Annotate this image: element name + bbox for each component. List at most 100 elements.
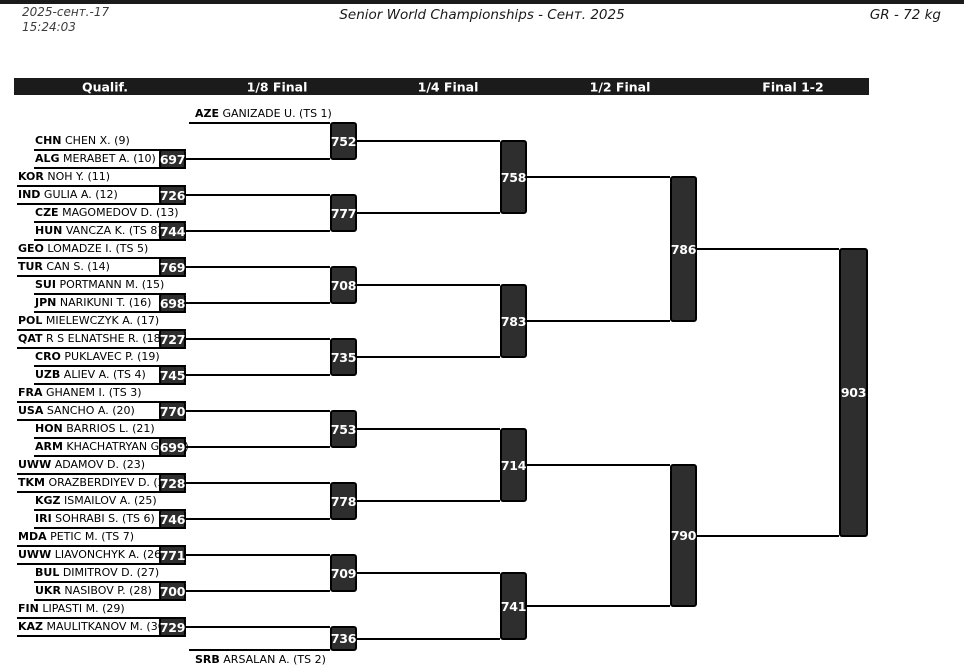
athlete-label: HON BARRIOS L. (21) xyxy=(35,422,155,435)
report-time: 15:24:03 xyxy=(22,20,76,34)
country-code: TKM xyxy=(18,476,45,489)
athlete-label: ARM KHACHATRYAN G. (22) xyxy=(35,440,189,453)
bracket-line xyxy=(357,500,500,502)
athlete-label: QAT R S ELNATSHE R. (18) xyxy=(18,332,165,345)
page-title: Senior World Championships - Сент. 2025 xyxy=(339,7,625,23)
country-code: KOR xyxy=(18,170,44,183)
athlete-underline xyxy=(34,167,186,169)
athlete-underline xyxy=(34,383,186,385)
athlete-underline xyxy=(34,527,186,529)
r16-match-753: 753 xyxy=(330,410,357,448)
bracket-line xyxy=(186,158,330,160)
country-code: POL xyxy=(18,314,43,327)
country-code: UWW xyxy=(18,458,52,471)
r16-match-735: 735 xyxy=(330,338,357,376)
athlete-underline xyxy=(17,419,186,421)
athlete-underline xyxy=(34,311,186,313)
report-date: 2025-сент.-17 xyxy=(22,5,110,19)
r16-match-736: 736 xyxy=(330,626,357,651)
bracket-line xyxy=(357,140,500,142)
athlete-label: POL MIELEWCZYK A. (17) xyxy=(18,314,160,327)
athlete-underline xyxy=(17,203,186,205)
athlete-label: SRB ARSALAN A. (TS 2) xyxy=(195,653,326,666)
athlete-label: IND GULIA A. (12) xyxy=(18,188,118,201)
qualif-match-727: 727 xyxy=(159,329,186,349)
athlete-label: TKM ORAZBERDIYEV D. (24) xyxy=(18,476,176,489)
country-code: BUL xyxy=(35,566,60,579)
country-code: SUI xyxy=(35,278,56,291)
country-code: IRI xyxy=(35,512,52,525)
athlete-label: ALG MERABET A. (10) xyxy=(35,152,156,165)
top-border xyxy=(0,0,964,4)
r16-match-708: 708 xyxy=(330,266,357,304)
bracket-line xyxy=(357,638,500,640)
bracket-line xyxy=(186,518,330,520)
athlete-underline xyxy=(34,221,186,223)
country-code: UZB xyxy=(35,368,61,381)
weight-category: GR - 72 kg xyxy=(869,7,941,23)
athlete-label: UZB ALIEV A. (TS 4) xyxy=(35,368,146,381)
bracket-line xyxy=(186,338,330,340)
athlete-label: KGZ ISMAILOV A. (25) xyxy=(35,494,157,507)
qf-match-783: 783 xyxy=(500,284,527,358)
athlete-label: JPN NARIKUNI T. (16) xyxy=(35,296,152,309)
bracket-line xyxy=(186,554,330,556)
athlete-underline xyxy=(17,257,186,259)
athlete-label: HUN VANCZA K. (TS 8) xyxy=(35,224,162,237)
athlete-label: SUI PORTMANN M. (15) xyxy=(35,278,165,291)
country-code: UWW xyxy=(18,548,52,561)
athlete-underline xyxy=(17,545,186,547)
country-code: KAZ xyxy=(18,620,44,633)
r16-match-777: 777 xyxy=(330,194,357,232)
qualif-match-728: 728 xyxy=(159,473,186,493)
country-code: HON xyxy=(35,422,63,435)
sf-match-790: 790 xyxy=(670,464,697,607)
country-code: HUN xyxy=(35,224,63,237)
bracket-line xyxy=(186,410,330,412)
athlete-underline xyxy=(17,617,186,619)
qualif-match-726: 726 xyxy=(159,185,186,205)
country-code: MDA xyxy=(18,530,47,543)
athlete-underline xyxy=(34,293,186,295)
country-code: FRA xyxy=(18,386,43,399)
bracket-line xyxy=(357,356,500,358)
country-code: CRO xyxy=(35,350,61,363)
athlete-label: UWW ADAMOV D. (23) xyxy=(18,458,146,471)
athlete-label: UKR NASIBOV P. (28) xyxy=(35,584,152,597)
bracket-line xyxy=(186,194,330,196)
r16-match-709: 709 xyxy=(330,554,357,592)
bracket-line xyxy=(186,302,330,304)
bracket-line xyxy=(527,464,670,466)
qualif-match-697: 697 xyxy=(159,149,186,169)
country-code: CZE xyxy=(35,206,59,219)
bracket-line xyxy=(527,605,670,607)
bracket-line xyxy=(697,535,839,537)
athlete-label: AZE GANIZADE U. (TS 1) xyxy=(195,107,332,120)
athlete-label: KAZ MAULITKANOV M. (30) xyxy=(18,620,169,633)
qualif-match-771: 771 xyxy=(159,545,186,565)
athlete-underline xyxy=(34,599,186,601)
athlete-label: IRI SOHRABI S. (TS 6) xyxy=(35,512,155,525)
qualif-match-744: 744 xyxy=(159,221,186,241)
bracket-line xyxy=(186,230,330,232)
qualif-match-745: 745 xyxy=(159,365,186,385)
qualif-match-699: 699 xyxy=(159,437,186,457)
country-code: AZE xyxy=(195,107,220,120)
country-code: KGZ xyxy=(35,494,61,507)
round-header-1-4-final: 1/4 Final xyxy=(417,79,479,94)
athlete-underline xyxy=(34,509,186,511)
athlete-label: GEO LOMADZE I. (TS 5) xyxy=(18,242,149,255)
athlete-underline xyxy=(34,365,186,367)
athlete-underline xyxy=(17,401,186,403)
qualif-match-769: 769 xyxy=(159,257,186,277)
qf-match-741: 741 xyxy=(500,572,527,640)
athlete-underline xyxy=(17,635,186,637)
qualif-match-729: 729 xyxy=(159,617,186,637)
round-header-final-1-2: Final 1-2 xyxy=(762,79,824,94)
country-code: FIN xyxy=(18,602,39,615)
athlete-label: BUL DIMITROV D. (27) xyxy=(35,566,160,579)
country-code: ARM xyxy=(35,440,63,453)
qualif-match-746: 746 xyxy=(159,509,186,529)
qualif-match-698: 698 xyxy=(159,293,186,313)
